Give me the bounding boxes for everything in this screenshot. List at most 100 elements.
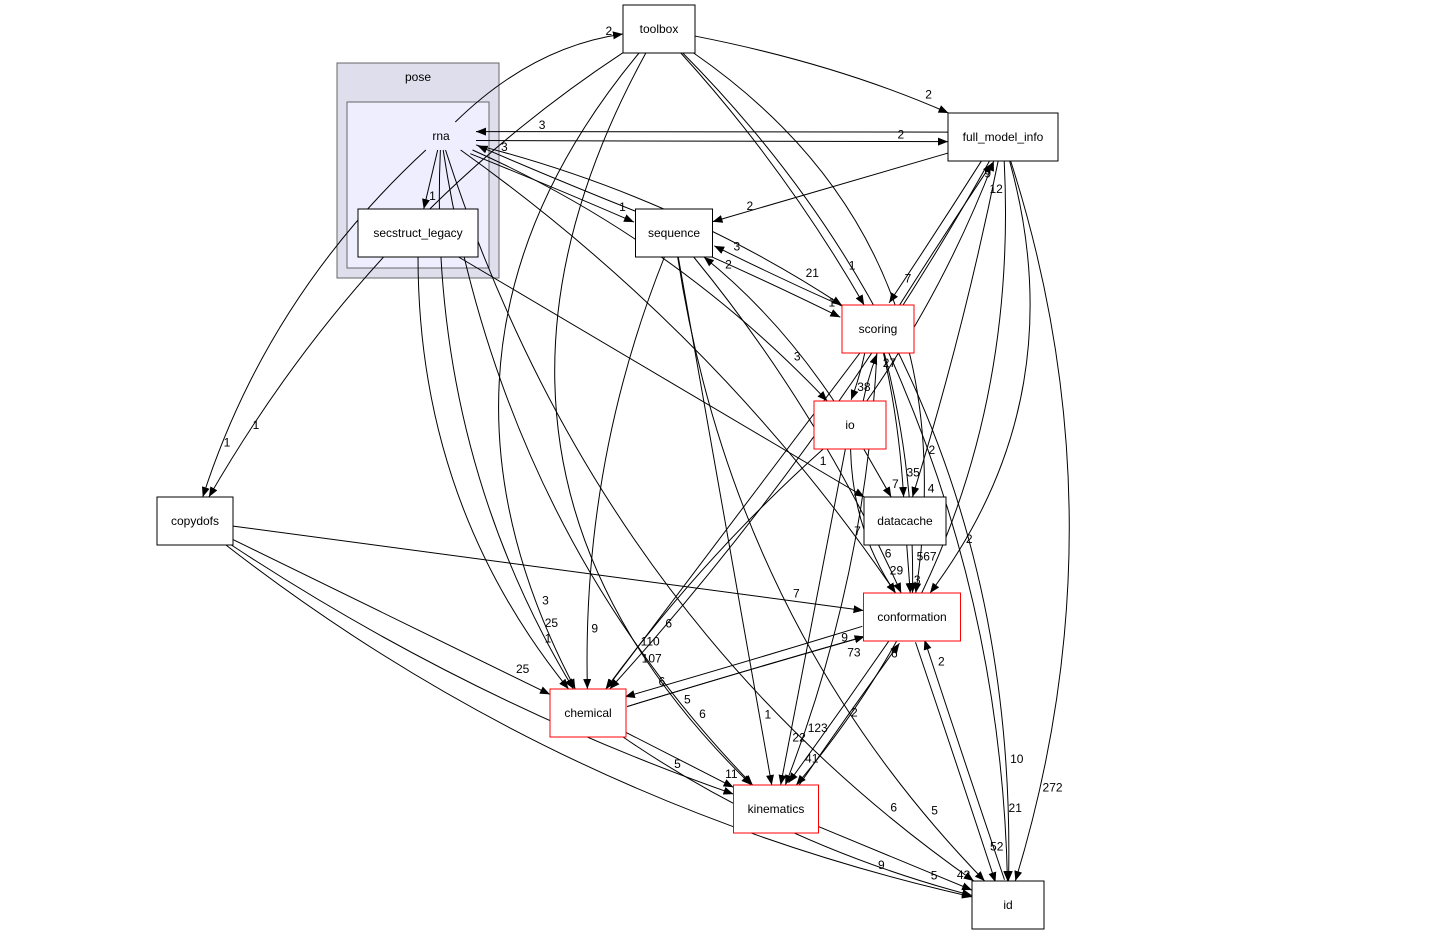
edge-count-label[interactable]: 35 (906, 465, 920, 479)
edge-rna-to-sequence[interactable] (470, 153, 635, 223)
edge-io-to-conformation[interactable] (850, 448, 896, 594)
edge-count-label[interactable]: 6 (665, 617, 672, 631)
edge-count-label[interactable]: 52 (990, 839, 1004, 853)
edge-copydofs-to-chemical[interactable] (232, 539, 551, 695)
edge-full_model_info-to-datacache[interactable] (911, 160, 999, 498)
node-sequence[interactable]: sequence (635, 208, 713, 258)
edge-scoring-to-io[interactable] (850, 351, 866, 401)
edge-count-label[interactable]: 5 (931, 803, 938, 817)
edge-rna-to-id[interactable] (445, 149, 975, 882)
edge-count-label[interactable]: 2 (966, 532, 973, 546)
node-chemical[interactable]: chemical (549, 688, 627, 738)
edge-count-label[interactable]: 1 (619, 200, 626, 214)
edge-sequence-to-id[interactable] (677, 256, 986, 882)
edge-count-label[interactable]: 1 (765, 708, 772, 722)
node-id[interactable]: id (971, 880, 1045, 930)
edge-full_model_info-to-sequence[interactable] (712, 152, 949, 223)
edge-count-label[interactable]: 25 (545, 616, 559, 630)
edge-count-label[interactable]: 9 (878, 858, 885, 872)
node-kinematics[interactable]: kinematics (733, 784, 819, 834)
edge-io-to-scoring[interactable] (862, 353, 878, 403)
edge-rna-to-secstruct_legacy[interactable] (422, 149, 439, 210)
edge-count-label[interactable]: 7 (793, 587, 800, 601)
edge-kinematics-to-conformation[interactable] (797, 643, 900, 788)
edge-count-label[interactable]: 110 (641, 635, 660, 649)
edge-toolbox-to-kinematics[interactable] (554, 52, 752, 786)
edge-count-label[interactable]: 22 (792, 731, 806, 745)
edge-scoring-to-full_model_info[interactable] (897, 162, 993, 308)
edge-count-label[interactable]: 6 (699, 707, 706, 721)
edge-conformation-to-chemical[interactable] (624, 625, 863, 698)
edge-count-label[interactable]: 2 (747, 199, 754, 213)
edge-count-label[interactable]: 6 (885, 546, 892, 560)
edge-rna-to-toolbox[interactable] (454, 31, 624, 123)
edge-count-label[interactable]: 38 (857, 380, 871, 394)
edge-full_model_info-to-kinematics[interactable] (795, 160, 1007, 786)
edge-full_model_info-to-id[interactable] (1010, 160, 1070, 882)
edge-count-label[interactable]: 3 (733, 239, 740, 253)
edge-count-label[interactable]: 2 (897, 127, 904, 141)
edge-sequence-to-scoring[interactable] (710, 255, 841, 318)
node-copydofs[interactable]: copydofs (156, 496, 234, 546)
node-scoring[interactable]: scoring (841, 304, 915, 354)
edge-count-label[interactable]: 29 (890, 564, 904, 578)
edge-count-label[interactable]: 11 (725, 767, 738, 781)
edge-count-label[interactable]: 21 (806, 266, 820, 280)
edge-toolbox-to-chemical[interactable] (498, 52, 640, 690)
edge-conformation-to-kinematics[interactable] (788, 638, 891, 783)
edge-rna-to-copydofs[interactable] (201, 149, 427, 498)
edge-io-to-kinematics[interactable] (778, 448, 846, 786)
node-secstruct_legacy[interactable]: secstruct_legacy (357, 208, 479, 258)
edge-count-label[interactable]: 1 (545, 632, 552, 646)
edge-count-label[interactable]: 3 (794, 349, 801, 363)
edge-count-label[interactable]: 7 (905, 272, 912, 286)
edge-full_model_info-to-rna[interactable] (476, 127, 949, 136)
edge-sequence-to-kinematics[interactable] (677, 256, 774, 786)
node-rna[interactable]: rna (432, 129, 450, 143)
edge-count-label[interactable]: 123 (808, 721, 828, 735)
edge-toolbox-to-full_model_info[interactable] (694, 35, 949, 114)
edge-count-label[interactable]: 5 (674, 757, 681, 771)
edge-rna-to-io[interactable] (472, 149, 828, 402)
edge-count-label[interactable]: 2 (725, 257, 732, 271)
edge-count-label[interactable]: 9 (591, 621, 598, 635)
edge-count-label[interactable]: 2 (605, 24, 612, 38)
edge-rna-to-full_model_info[interactable] (475, 137, 948, 146)
edge-count-label[interactable]: 3 (539, 118, 546, 132)
edge-count-label[interactable]: 107 (642, 651, 662, 665)
edge-count-label[interactable]: 2 (925, 88, 932, 102)
edge-secstruct_legacy-to-datacache[interactable] (458, 256, 865, 498)
edge-count-label[interactable]: 1 (253, 418, 260, 432)
edge-scoring-to-conformation[interactable] (883, 352, 917, 594)
edge-io-to-chemical[interactable] (605, 448, 824, 690)
node-toolbox[interactable]: toolbox (622, 4, 696, 54)
edge-copydofs-to-id[interactable] (225, 544, 973, 899)
edge-count-label[interactable]: 6 (658, 674, 665, 688)
edge-count-label[interactable]: 1 (828, 295, 835, 309)
edge-scoring-to-sequence[interactable] (713, 245, 844, 308)
edge-count-label[interactable]: 9 (841, 630, 848, 644)
edge-io-to-sequence[interactable] (703, 256, 835, 402)
edge-io-to-datacache[interactable] (863, 448, 892, 498)
edge-count-label[interactable]: 3 (542, 594, 549, 608)
edge-count-label[interactable]: 7 (854, 524, 861, 538)
edge-count-label[interactable]: 7 (892, 477, 899, 491)
edge-copydofs-to-conformation[interactable] (232, 525, 864, 614)
edge-count-label[interactable]: 25 (516, 662, 530, 676)
edge-count-label[interactable]: 272 (1043, 780, 1063, 794)
edge-copydofs-to-kinematics[interactable] (231, 544, 734, 795)
edge-count-label[interactable]: 43 (957, 868, 971, 882)
edge-sequence-to-rna[interactable] (477, 145, 638, 213)
edge-scoring-to-id[interactable] (888, 352, 1012, 882)
edge-kinematics-to-id[interactable] (818, 826, 973, 891)
edge-count-label[interactable]: 10 (1010, 752, 1024, 766)
edge-count-label[interactable]: 21 (1009, 801, 1023, 815)
node-io[interactable]: io (813, 400, 887, 450)
edge-id-to-conformation[interactable] (923, 639, 1005, 880)
edge-scoring-to-datacache[interactable] (882, 352, 908, 498)
edge-count-label[interactable]: 5 (931, 869, 938, 883)
node-full_model_info[interactable]: full_model_info (947, 112, 1059, 162)
edge-count-label[interactable]: 3 (914, 573, 921, 587)
edge-count-label[interactable]: 1 (224, 436, 231, 450)
edge-count-label[interactable]: 3 (501, 140, 508, 154)
